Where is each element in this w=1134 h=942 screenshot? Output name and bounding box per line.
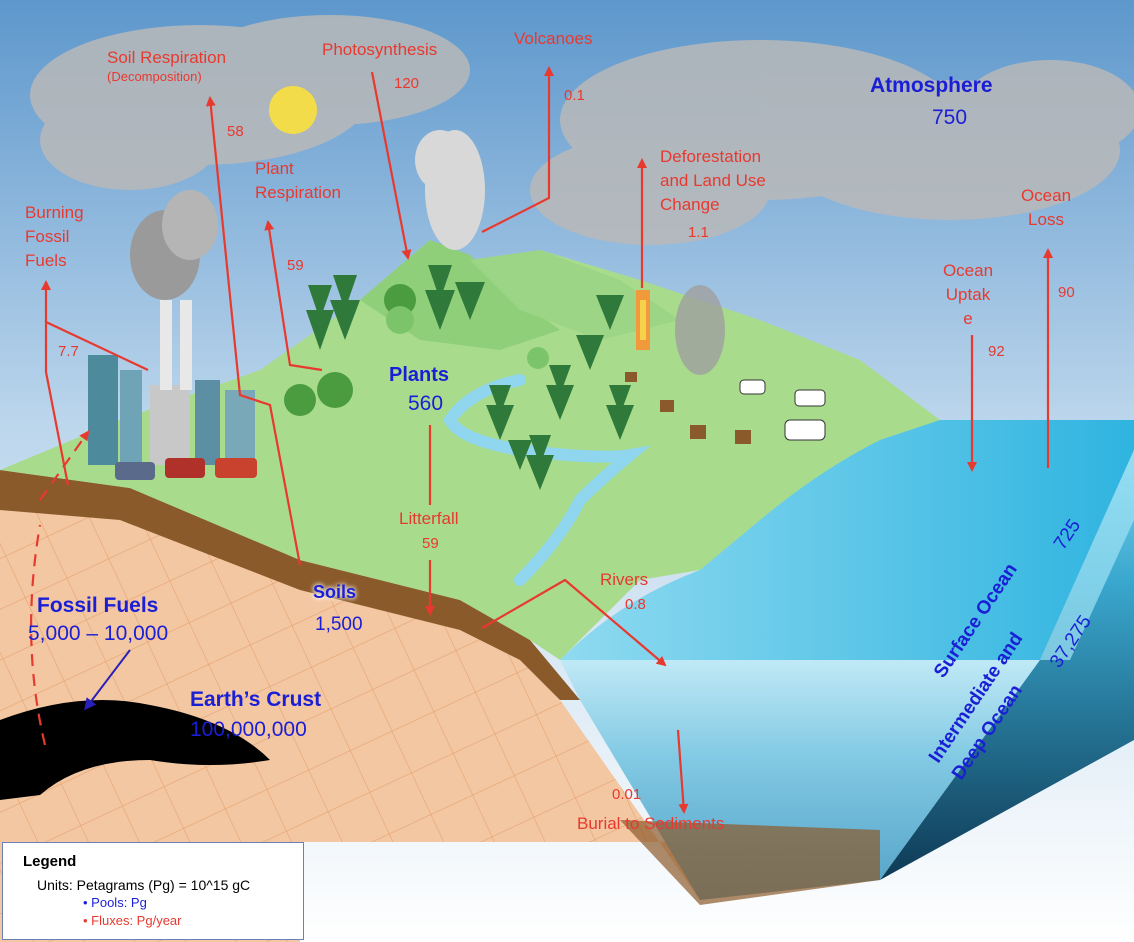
- ocean-uptake-label-1: Ocean: [942, 261, 994, 280]
- photosynthesis-label: Photosynthesis: [322, 40, 438, 59]
- earths-crust-value: 100,000,000: [190, 718, 307, 741]
- burning-fossil-fuels-label-3: Fuels: [25, 251, 67, 270]
- legend-units: Units: Petagrams (Pg) = 10^15 gC: [37, 877, 251, 893]
- legend: Legend Units: Petagrams (Pg) = 10^15 gC …: [2, 842, 304, 940]
- fossil-fuels-label: Fossil Fuels: [37, 594, 159, 617]
- soil-layer: [0, 470, 580, 700]
- ocean-side: [880, 450, 1134, 880]
- burning-fossil-fuels-label-2: Fossil: [25, 227, 70, 246]
- rivers-value: 0.8: [625, 596, 646, 613]
- litterfall-label: Litterfall: [399, 509, 459, 528]
- legend-title: Legend: [23, 853, 77, 870]
- photosynthesis-arrow: [370, 71, 412, 260]
- fossil-fuel-extraction-dashed: [30, 524, 47, 746]
- ocean-loss-label-1: Ocean: [1020, 186, 1072, 205]
- deforestation-label-2: and Land Use: [660, 171, 766, 190]
- fossil-fuels-value: 5,000 – 10,000: [28, 622, 169, 645]
- ocean-uptake-label-3: e: [963, 309, 973, 328]
- forest: [306, 265, 634, 490]
- earths-crust-label: Earth’s Crust: [190, 688, 322, 711]
- volcanoes-value: 0.1: [564, 87, 585, 104]
- burning-fossil-fuels-label-1: Burning: [25, 203, 84, 222]
- volcano-smoke: [415, 130, 485, 250]
- plant-respiration-label-2: Respiration: [255, 183, 341, 202]
- plants-label: Plants: [389, 364, 450, 386]
- soil-respiration-label: Soil Respiration: [107, 48, 227, 67]
- river: [443, 374, 651, 586]
- plant-respiration-arrow: [264, 220, 323, 372]
- ocean-uptake-value: 92: [988, 343, 1005, 360]
- burial-arrow: [676, 729, 689, 814]
- deforestation-label-1: Deforestation: [660, 147, 762, 166]
- flux-arrows: [30, 66, 1053, 814]
- volcanoes-arrow: [481, 66, 554, 233]
- city: [88, 190, 257, 480]
- soil-respiration-value: 58: [227, 123, 244, 140]
- sun: [269, 86, 317, 134]
- plants-value: 560: [408, 392, 444, 415]
- plant-respiration-label-1: Plant: [255, 159, 294, 178]
- ocean-loss-value: 90: [1058, 284, 1075, 301]
- deforestation-value: 1.1: [688, 224, 709, 241]
- fossil-fuel-deposit: [0, 700, 270, 800]
- soil-respiration-sub: (Decomposition): [107, 69, 202, 84]
- deforestation-label-3: Change: [660, 195, 720, 214]
- deforestation-scene: [625, 285, 826, 444]
- burial-label: Burial to Sediments: [577, 814, 725, 833]
- plant-respiration-value: 59: [287, 257, 304, 274]
- soils-value: 1,500: [315, 614, 363, 635]
- volcanoes-label: Volcanoes: [514, 29, 593, 48]
- burning-fossil-fuels-value: 7.7: [58, 343, 79, 360]
- burial-value: 0.01: [612, 786, 642, 803]
- legend-pools: • Pools: Pg: [83, 895, 147, 910]
- ocean-uptake-label-2: Uptak: [945, 285, 991, 304]
- ocean-loss-label-2: Loss: [1028, 210, 1064, 229]
- legend-fluxes: • Fluxes: Pg/year: [83, 913, 182, 928]
- photosynthesis-value: 120: [394, 75, 420, 92]
- fossil-fuel-line: [44, 320, 149, 486]
- soil-respiration-arrow: [205, 96, 302, 566]
- litterfall-value: 59: [422, 535, 439, 552]
- rivers-arrow: [481, 578, 667, 667]
- fossil-fuels-pointer: [84, 649, 131, 711]
- ocean-surface: [560, 420, 1134, 660]
- atmosphere-label: Atmosphere: [870, 74, 993, 97]
- atmosphere-value: 750: [932, 106, 968, 129]
- rivers-label: Rivers: [600, 570, 649, 589]
- soils-label: Soils: [313, 582, 357, 602]
